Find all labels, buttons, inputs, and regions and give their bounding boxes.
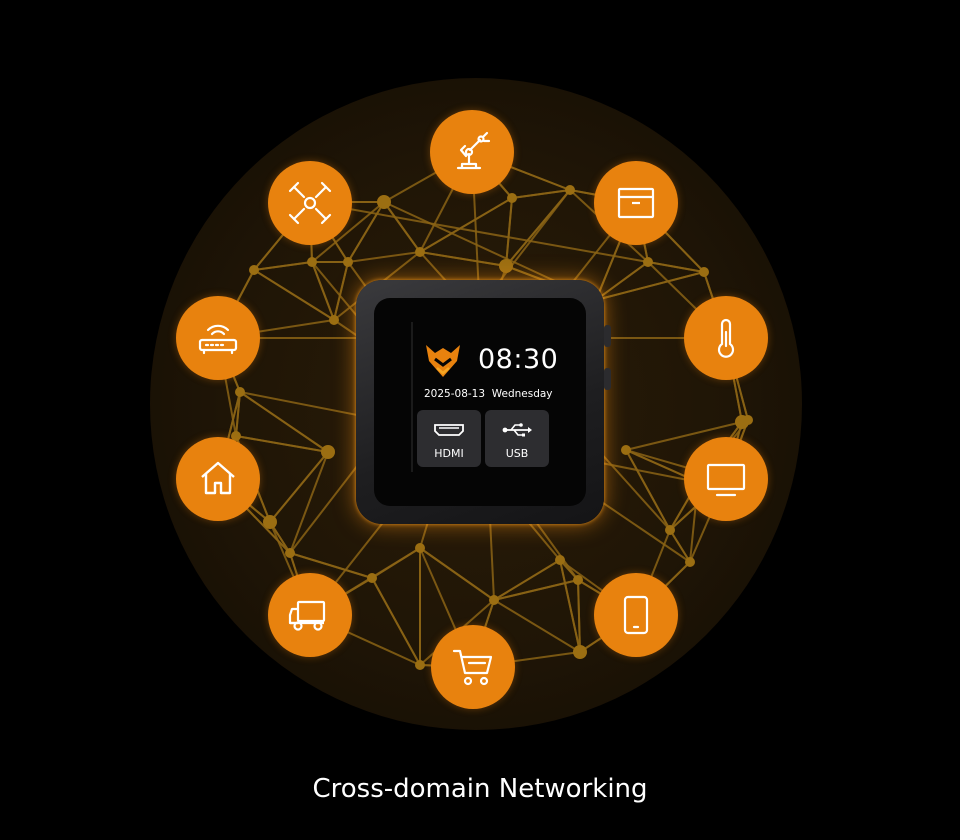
usb-icon: [502, 423, 532, 437]
delivery-truck-icon: [268, 573, 352, 657]
side-button-bottom[interactable]: [604, 368, 611, 390]
mesh-link: [595, 271, 705, 301]
mesh-node: [489, 595, 499, 605]
smart-device: [356, 280, 604, 524]
mesh-link: [505, 197, 513, 267]
mesh-node: [307, 257, 317, 267]
mesh-node: [249, 265, 259, 275]
screen-divider: [411, 322, 413, 472]
mesh-node: [377, 195, 391, 209]
mesh-link: [347, 201, 385, 263]
mesh-node: [621, 445, 631, 455]
mesh-link: [577, 579, 581, 653]
date-text: 2025-08-13: [424, 388, 486, 400]
mesh-node: [367, 573, 377, 583]
usb-label: USB: [505, 447, 529, 460]
mesh-link: [383, 201, 421, 253]
mesh-link: [239, 391, 329, 453]
drone-icon: [268, 161, 352, 245]
hdmi-tile[interactable]: HDMI: [417, 410, 481, 467]
date-line: 2025-08-13 Wednesday: [424, 388, 553, 400]
home-icon: [176, 437, 260, 521]
mesh-node: [231, 431, 241, 441]
monitor-icon: [684, 437, 768, 521]
mesh-link: [309, 201, 649, 263]
mesh-link: [253, 269, 335, 321]
device-screen: [374, 298, 586, 506]
thermometer-icon: [684, 296, 768, 380]
mesh-node: [643, 257, 653, 267]
mesh-link: [235, 435, 329, 453]
mesh-link: [419, 547, 495, 601]
mesh-node: [665, 525, 675, 535]
mesh-node: [415, 660, 425, 670]
mesh-node: [285, 548, 295, 558]
mesh-link: [253, 261, 313, 271]
mesh-link: [669, 529, 691, 563]
package-box-icon: [594, 161, 678, 245]
mesh-node: [573, 645, 587, 659]
weekday-text: Wednesday: [491, 388, 553, 400]
mesh-link: [625, 449, 671, 531]
mesh-node: [415, 247, 425, 257]
mesh-link: [595, 261, 649, 301]
mesh-node: [743, 415, 753, 425]
shopping-cart-icon: [431, 625, 515, 709]
mesh-node: [329, 315, 339, 325]
mesh-link: [289, 451, 329, 554]
mesh-node: [263, 515, 277, 529]
mesh-link: [289, 552, 373, 579]
mesh-link: [311, 261, 335, 321]
mesh-link: [493, 579, 579, 601]
mesh-link: [333, 261, 349, 321]
mesh-link: [269, 451, 329, 523]
usb-tile[interactable]: USB: [485, 410, 549, 467]
mesh-link: [371, 577, 421, 666]
mesh-link: [511, 189, 571, 199]
mesh-link: [493, 599, 581, 653]
mesh-link: [493, 559, 561, 601]
wifi-router-icon: [176, 296, 260, 380]
mesh-link: [419, 251, 507, 267]
mesh-link: [419, 197, 513, 253]
side-button-top[interactable]: [604, 325, 611, 347]
robotic-arm-icon: [430, 110, 514, 194]
mesh-link: [347, 251, 421, 263]
mesh-node: [415, 543, 425, 553]
fox-logo-icon: [426, 345, 460, 377]
mesh-node: [343, 257, 353, 267]
hdmi-label: HDMI: [434, 447, 464, 460]
mesh-node: [235, 387, 245, 397]
mesh-node: [685, 557, 695, 567]
mesh-link: [647, 261, 705, 273]
mesh-node: [507, 193, 517, 203]
mesh-node: [699, 267, 709, 277]
clock-time: 08:30: [478, 344, 559, 375]
mesh-node: [321, 445, 335, 459]
mesh-node: [555, 555, 565, 565]
hdmi-port-icon: [434, 424, 464, 436]
mesh-link: [559, 559, 581, 653]
caption: Cross-domain Networking: [312, 774, 648, 804]
mesh-node: [565, 185, 575, 195]
mesh-link: [235, 391, 241, 437]
mesh-node: [499, 259, 513, 273]
smartphone-icon: [594, 573, 678, 657]
mesh-link: [625, 421, 743, 451]
mesh-node: [573, 575, 583, 585]
